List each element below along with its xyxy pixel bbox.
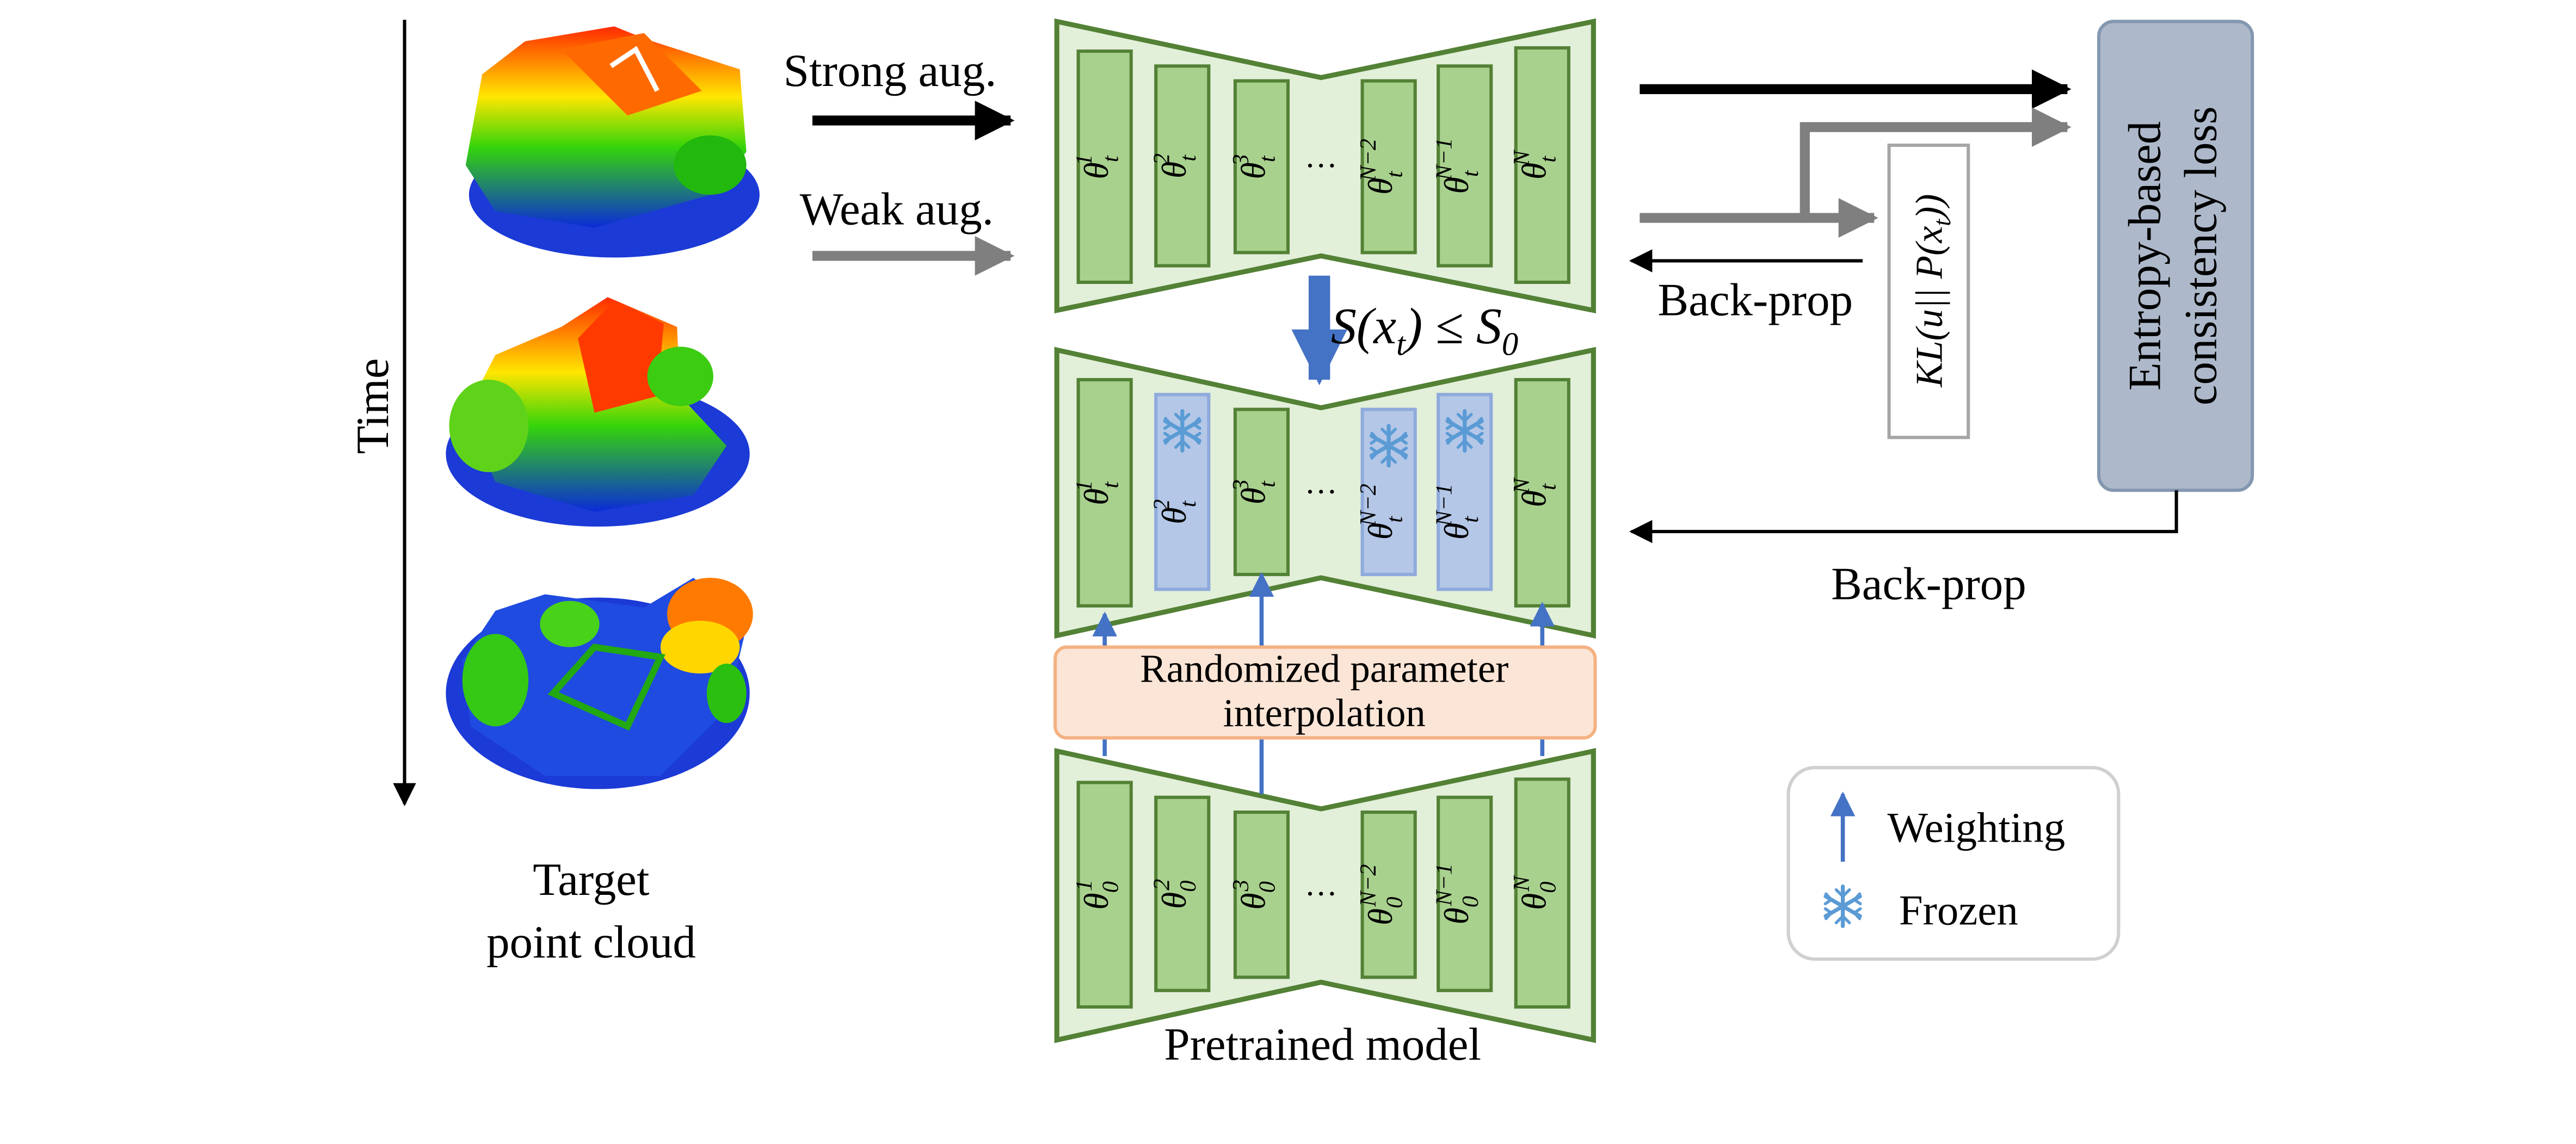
top-layer-5: θtN−1 [1431,64,1493,268]
pretrained-layer-5: θ0N−1 [1431,795,1493,992]
pretrained-layer-6: θ0N [1509,777,1570,1009]
layer-theta-label: θ02 [1149,879,1201,909]
adapted-model-middle: θt1 θt2 θt3 θtN−2 θtN−1 θtN ··· [1054,347,1596,639]
top-layer-1: θt1 [1071,50,1133,284]
mid-layer-1: θt1 [1071,378,1133,608]
loss-line2: consistency loss [2175,106,2226,405]
layer-theta-label: θ0N−1 [1431,863,1483,925]
kl-divergence-box: KL(u|| P(xt)) [1887,144,1970,440]
interp-line1: Randomized parameter [1140,646,1508,690]
top-layer-2: θt2 [1149,64,1211,268]
layer-theta-label: θtN−1 [1431,484,1483,540]
mid-layer-2: θt2 [1149,393,1211,591]
layer-ellipsis: ··· [1304,474,1338,510]
loss-line1: Entropy-based [2119,121,2170,391]
layer-theta-label: θtN−1 [1431,138,1483,194]
point-cloud-1 [465,26,760,258]
top-layer-6: θtN [1509,46,1570,284]
layer-theta-label: θ0N [1509,875,1561,910]
layer-ellipsis: ··· [1304,876,1338,912]
layer-theta-label: θt2 [1149,153,1201,178]
legend-weighting-label: Weighting [1888,805,2066,852]
pretrained-layer-4: θ0N−2 [1355,810,1417,979]
layer-theta-label: θt3 [1228,479,1280,504]
mid-layer-6: θtN [1509,378,1570,608]
pretrained-layer-1: θ01 [1071,781,1133,1009]
layer-theta-label: θt3 [1228,154,1280,179]
target-label-line2: point cloud [486,917,696,968]
target-model-top: θt1 θt2 θt3 θtN−2 θtN−1 θtN ··· [1054,18,1596,314]
layer-theta-label: θt1 [1071,480,1124,505]
interp-line2: interpolation [1223,691,1426,735]
layer-theta-label: θtN−2 [1355,139,1408,195]
layer-theta-label: θ03 [1228,880,1280,910]
point-cloud-3 [446,578,753,789]
mid-layer-3: θt3 [1228,407,1290,577]
point-cloud-2 [446,297,750,527]
time-label: Time [347,358,398,454]
backprop-label-lower: Back-prop [1831,559,2026,610]
score-condition-label: S(xt) ≤ S0 [1331,298,1518,362]
time-axis: Time [347,20,416,807]
layer-theta-label: θtN [1509,477,1561,508]
layer-theta-label: θ01 [1071,880,1124,910]
pretrained-layer-3: θ03 [1228,810,1290,979]
mid-layer-5: θtN−1 [1431,393,1493,591]
legend-frozen-label: Frozen [1899,887,2018,934]
layer-theta-label: θt1 [1071,154,1124,179]
pretrained-model: θ01 θ02 θ03 θ0N−2 θ0N−1 θ0N ··· [1054,748,1596,1043]
layer-theta-label: θtN−2 [1355,484,1408,540]
layer-ellipsis: ··· [1304,148,1338,184]
weak-aug-label: Weak aug. [800,184,994,235]
weak-output-arrow [1640,107,2072,223]
backprop-label-upper: Back-prop [1657,275,1853,326]
randomized-interpolation-box: Randomized parameter interpolation [1053,645,1597,740]
top-layer-3: θt3 [1228,79,1290,255]
mid-layer-4: θtN−2 [1355,407,1417,577]
kl-label: KL(u|| P(xt)) [1909,194,1956,387]
target-label-line1: Target [533,854,650,905]
layer-theta-label: θ0N−2 [1355,864,1408,925]
legend: Weighting Frozen [1786,766,2121,961]
pretrained-model-label: Pretrained model [1164,1019,1481,1070]
layer-theta-label: θtN [1509,149,1561,180]
strong-aug-label: Strong aug. [784,45,997,96]
layer-theta-label: θt2 [1149,499,1201,524]
backprop-arrow-lower [1629,490,2178,543]
entropy-consistency-loss-box: Entropy-based consistency loss [2097,20,2254,492]
top-layer-4: θtN−2 [1355,79,1417,255]
pretrained-layer-2: θ02 [1149,795,1211,992]
